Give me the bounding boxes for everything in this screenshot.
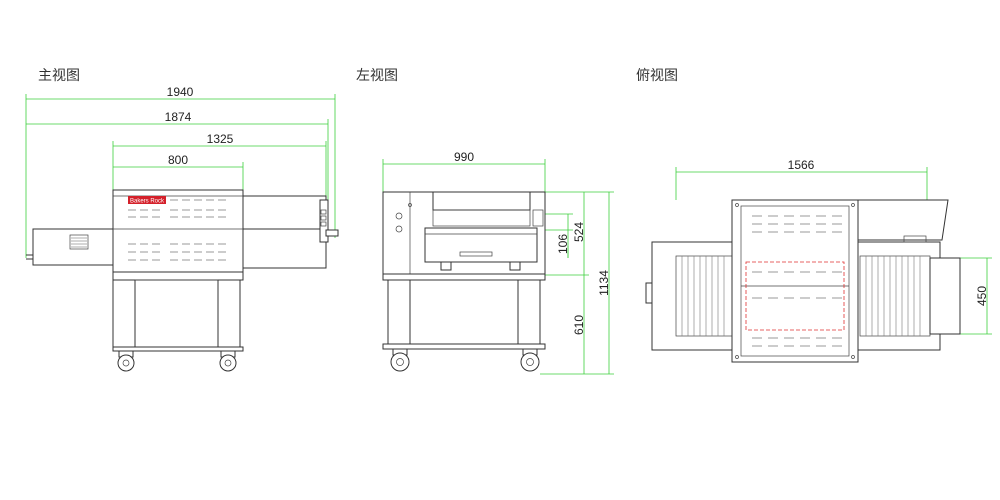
top-control-housing [857,199,949,241]
dim-top-belt: 450 [975,286,989,306]
top-left-belt-lines [681,256,725,336]
dim-front-chamber: 800 [168,153,188,167]
top-right-conveyor [857,241,941,351]
top-right-belt-lines [865,256,921,336]
side-top-hood [432,191,531,211]
top-handle [645,282,652,304]
brand-badge [128,196,166,204]
side-casters [390,348,540,372]
top-belt-outfeed [929,257,961,335]
front-casters [117,350,237,372]
top-oven-body [731,199,859,363]
dim-front-overall: 1940 [167,85,194,99]
dim-top-width: 1566 [788,158,815,172]
left-view: 990 106 524 1134 610 [382,150,614,375]
top-left-conveyor [651,241,733,351]
oven-chamber [112,189,244,273]
brand-logo: Bakers Rock [130,199,165,205]
dim-left-total: 1134 [597,270,611,296]
top-view-title: 俯视图 [636,68,678,84]
front-dimensions: 1940 1874 1325 800 [25,85,336,258]
vent-slots-upper [128,199,226,218]
dim-left-upper: 524 [572,222,586,242]
left-view-title: 左视图 [356,68,398,84]
dim-front-body: 1874 [165,110,192,124]
front-vent-grille [69,234,89,250]
side-conveyor-opening [424,227,538,263]
side-stand [382,273,546,350]
dim-left-lower: 610 [572,315,586,335]
control-knob [325,229,339,237]
front-view-title: 主视图 [38,68,80,84]
dim-left-depth: 990 [454,150,474,164]
dim-left-opening: 106 [556,234,570,254]
baking-zone-outline [745,261,845,331]
front-stand [112,271,244,352]
top-view: 1566 450 [645,158,992,363]
vent-slots-lower [128,243,226,261]
dim-front-top-span: 1325 [207,132,234,146]
control-panel [319,199,329,243]
top-vent-slots [752,215,842,347]
control-housing [242,195,327,269]
front-view: 1940 1874 1325 800 Bakers Rock [25,85,339,372]
